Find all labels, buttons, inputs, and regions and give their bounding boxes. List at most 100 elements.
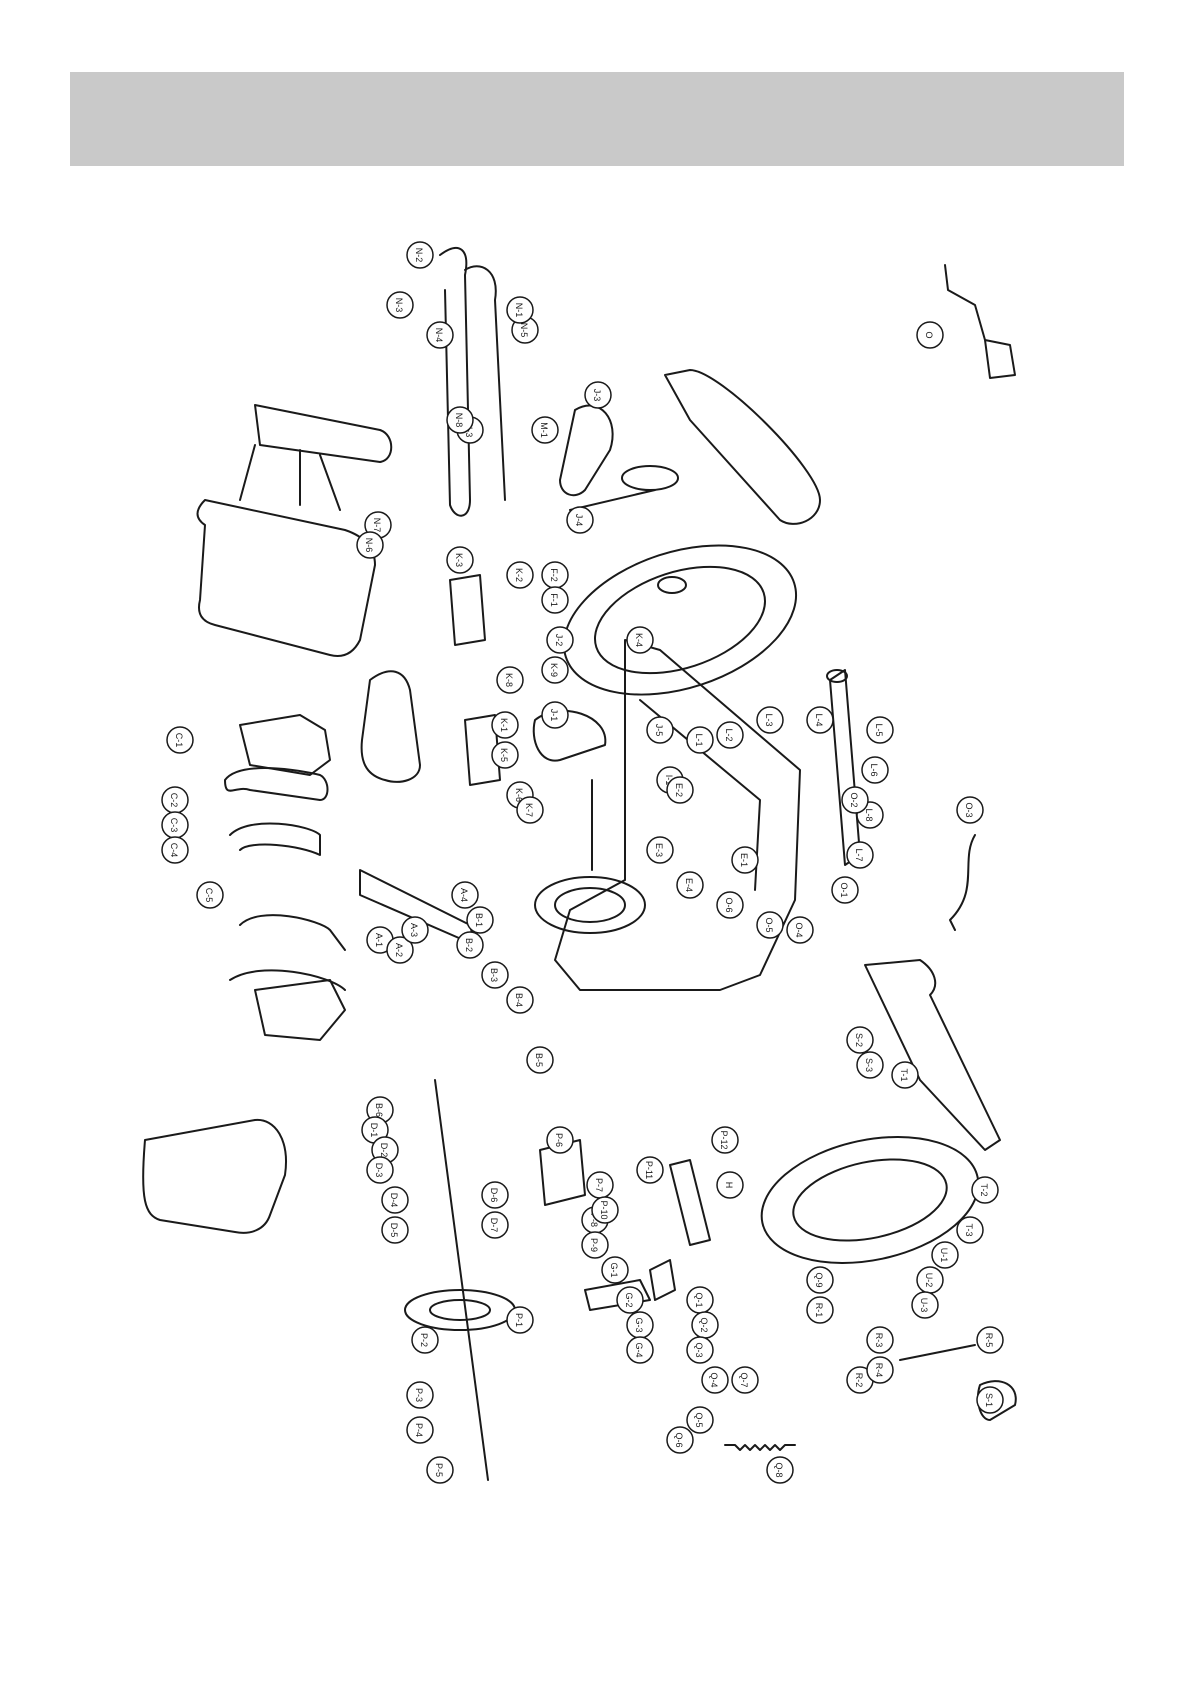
callout-circle (686, 1406, 714, 1434)
callout-label: P-6 (554, 1133, 564, 1147)
flywheel-part (534, 876, 646, 934)
callout-label: S-3 (864, 1058, 874, 1072)
mount-legs-part (239, 444, 341, 511)
callout-label: K-6 (514, 788, 524, 802)
callout-circle (646, 836, 674, 864)
callout-circle (931, 1241, 959, 1269)
callout-circle (971, 1176, 999, 1204)
callout-label: N-4 (434, 328, 444, 343)
callout-circle (584, 381, 612, 409)
callout-label: D-2 (379, 1143, 389, 1158)
callout-label: D-4 (389, 1193, 399, 1208)
callout-label: P-12 (719, 1130, 729, 1149)
callout-label: B-1 (474, 913, 484, 927)
callout-label: O (924, 331, 934, 338)
callout-label: C-3 (169, 818, 179, 833)
callout-circle (716, 891, 744, 919)
callout-circle (526, 1046, 554, 1074)
callout-label: C-1 (174, 733, 184, 748)
callout-circle (541, 701, 569, 729)
callout-label: L-6 (869, 763, 879, 776)
callout-label: D-5 (389, 1223, 399, 1238)
callout-circle (866, 1326, 894, 1354)
callout-circle (506, 561, 534, 589)
callout-circle (846, 841, 874, 869)
callout-label: Q-3 (694, 1342, 704, 1357)
callout-label: B-4 (514, 993, 524, 1007)
rear-stabilizer-part (669, 1159, 711, 1246)
upper-handle-part (224, 767, 329, 801)
callout-label: B-3 (489, 968, 499, 982)
callout-label: K-7 (524, 803, 534, 817)
rear-shroud-part (664, 369, 821, 525)
callout-label: B-6 (374, 1103, 384, 1117)
callout-circle (956, 1216, 984, 1244)
callout-circle (516, 796, 544, 824)
callout-label: N-2 (414, 248, 424, 263)
callout-label: P-2 (419, 1333, 429, 1347)
disc-cover-lower-inner-part (792, 1158, 948, 1242)
callout-label: D-6 (489, 1188, 499, 1203)
disc-cover-lower-part (760, 1136, 980, 1264)
callout-label: B-2 (464, 938, 474, 952)
callout-circle (581, 1231, 609, 1259)
callout-circle (711, 1126, 739, 1154)
callout-label: P-1 (514, 1313, 524, 1327)
callout-circle (806, 1266, 834, 1294)
callout-circle (566, 506, 594, 534)
callout-circle (891, 1061, 919, 1089)
callout-label: J-1 (549, 709, 559, 722)
callout-label: S-2 (854, 1033, 864, 1047)
callout-label: P-8 (589, 1213, 599, 1227)
callout-circle (546, 626, 574, 654)
callout-circle (456, 931, 484, 959)
callout-circle (666, 1426, 694, 1454)
callout-circle (976, 1326, 1004, 1354)
callout-circle (756, 911, 784, 939)
callout-circle (686, 1336, 714, 1364)
callout-label: E-1 (739, 853, 749, 867)
callout-label: B-5 (534, 1053, 544, 1067)
callout-circle (666, 776, 694, 804)
callout-circle (481, 961, 509, 989)
callout-circle (386, 936, 414, 964)
callout-label: Q-9 (814, 1272, 824, 1287)
callout-label: J-3 (592, 389, 602, 402)
callout-label: A-4 (459, 888, 469, 902)
callout-label: M-1 (539, 422, 549, 438)
bracket-part (584, 1279, 651, 1311)
callout-circle (386, 291, 414, 319)
callout-label: I-1 (664, 775, 674, 786)
callout-circle (716, 1171, 744, 1199)
callout-label: Q-7 (739, 1372, 749, 1387)
callout-label: L-1 (694, 733, 704, 746)
callout-label: J-4 (574, 514, 584, 527)
callout-label: O-2 (849, 792, 859, 807)
callout-label: E-2 (674, 783, 684, 797)
callout-circle (166, 726, 194, 754)
callout-label: G-2 (624, 1292, 634, 1307)
left-shroud-part (239, 714, 331, 776)
callout-circle (546, 1126, 574, 1154)
tension-unit-part (649, 1259, 676, 1301)
header-band (70, 72, 1124, 166)
callout-circle (366, 1156, 394, 1184)
front-stabilizer-part (829, 669, 861, 866)
callout-circle (861, 756, 889, 784)
callout-circle (626, 626, 654, 654)
handle-grip-lower-part (229, 969, 346, 991)
pulley-part (404, 1289, 516, 1331)
lower-handle-part (229, 822, 321, 856)
callout-label: Q-2 (699, 1317, 709, 1332)
disc-hub-part (657, 576, 687, 594)
callout-label: G-1 (609, 1262, 619, 1277)
pedal-part (559, 404, 614, 497)
callout-label: Q-6 (674, 1432, 684, 1447)
callout-label: T-3 (964, 1223, 974, 1236)
callout-label: F-2 (549, 568, 559, 582)
callout-label: G-3 (634, 1317, 644, 1332)
callout-label: K-9 (549, 663, 559, 677)
callout-label: K-3 (454, 553, 464, 567)
callout-label: C-5 (204, 888, 214, 903)
